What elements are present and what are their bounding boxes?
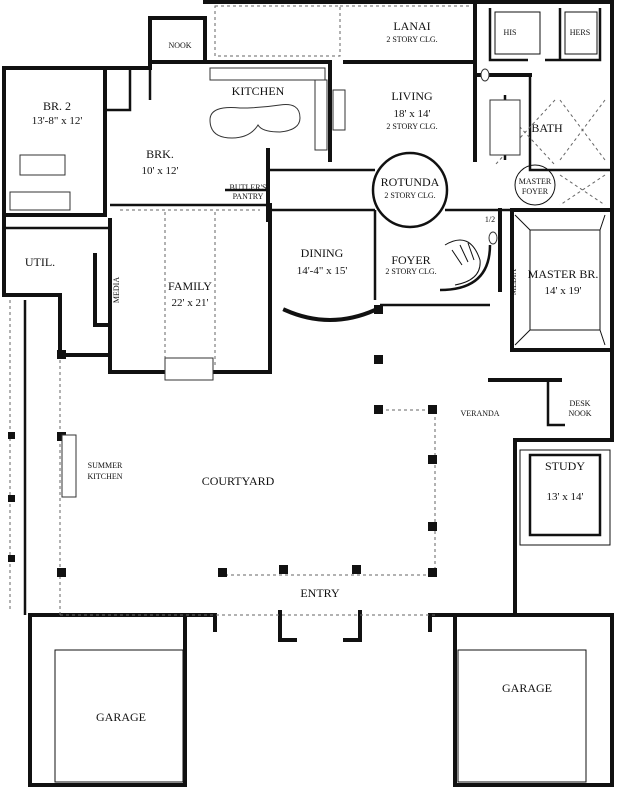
rotunda-label: ROTUNDA <box>381 175 440 189</box>
fixtures <box>9 11 598 783</box>
butlers-pantry-label-2: PANTRY <box>233 192 264 201</box>
interior-walls <box>2 8 614 546</box>
study-label: STUDY <box>545 459 585 473</box>
brk-label: BRK. <box>146 147 174 161</box>
summer-kitchen-label-1: SUMMER <box>88 461 123 470</box>
util-label: UTIL. <box>25 255 55 269</box>
foyer-note: 2 STORY CLG. <box>385 267 436 276</box>
veranda-label: VERANDA <box>460 409 499 418</box>
study-size: 13' x 14' <box>547 491 584 503</box>
dining-label: DINING <box>301 246 344 260</box>
brk-size: 10' x 12' <box>142 165 179 177</box>
entry-label: ENTRY <box>300 586 340 600</box>
master-media-label: MEDIA <box>509 269 518 295</box>
lanai-note: 2 STORY CLG. <box>386 35 437 44</box>
garage-left-label: GARAGE <box>96 710 146 724</box>
living-note: 2 STORY CLG. <box>386 122 437 131</box>
garage-right-label: GARAGE <box>502 681 552 695</box>
br2-size: 13'-8" x 12' <box>32 115 83 127</box>
kitchen-label: KITCHEN <box>232 84 285 98</box>
summer-kitchen-label-2: KITCHEN <box>87 472 122 481</box>
desk-nook-label-1: DESK <box>570 399 591 408</box>
desk-nook-label-2: NOOK <box>568 409 591 418</box>
living-label: LIVING <box>391 89 433 103</box>
living-size: 18' x 14' <box>394 108 431 120</box>
br2-label: BR. 2 <box>43 99 71 113</box>
master-br-size: 14' x 19' <box>545 285 582 297</box>
room-labels: LANAI 2 STORY CLG. HIS HERS NOOK KITCHEN… <box>25 19 599 724</box>
half-bath-label: 1/2 <box>485 215 495 224</box>
his-closet-label: HIS <box>504 28 517 37</box>
butlers-pantry-label-1: BUTLER'S <box>230 183 267 192</box>
master-br-label: MASTER BR. <box>528 267 599 281</box>
master-foyer-label-1: MASTER <box>519 177 552 186</box>
nook-label: NOOK <box>168 41 191 50</box>
family-label: FAMILY <box>168 279 212 293</box>
master-foyer-label-2: FOYER <box>522 187 549 196</box>
foyer-label: FOYER <box>391 253 430 267</box>
hers-closet-label: HERS <box>570 28 590 37</box>
bath-label: BATH <box>531 121 563 135</box>
family-size: 22' x 21' <box>172 297 209 309</box>
family-media-label: MEDIA <box>112 277 121 303</box>
courtyard-label: COURTYARD <box>202 474 275 488</box>
exterior-walls <box>2 0 614 787</box>
rotunda-note: 2 STORY CLG. <box>384 191 435 200</box>
lanai-label: LANAI <box>393 19 430 33</box>
dining-size: 14'-4" x 15' <box>297 265 348 277</box>
